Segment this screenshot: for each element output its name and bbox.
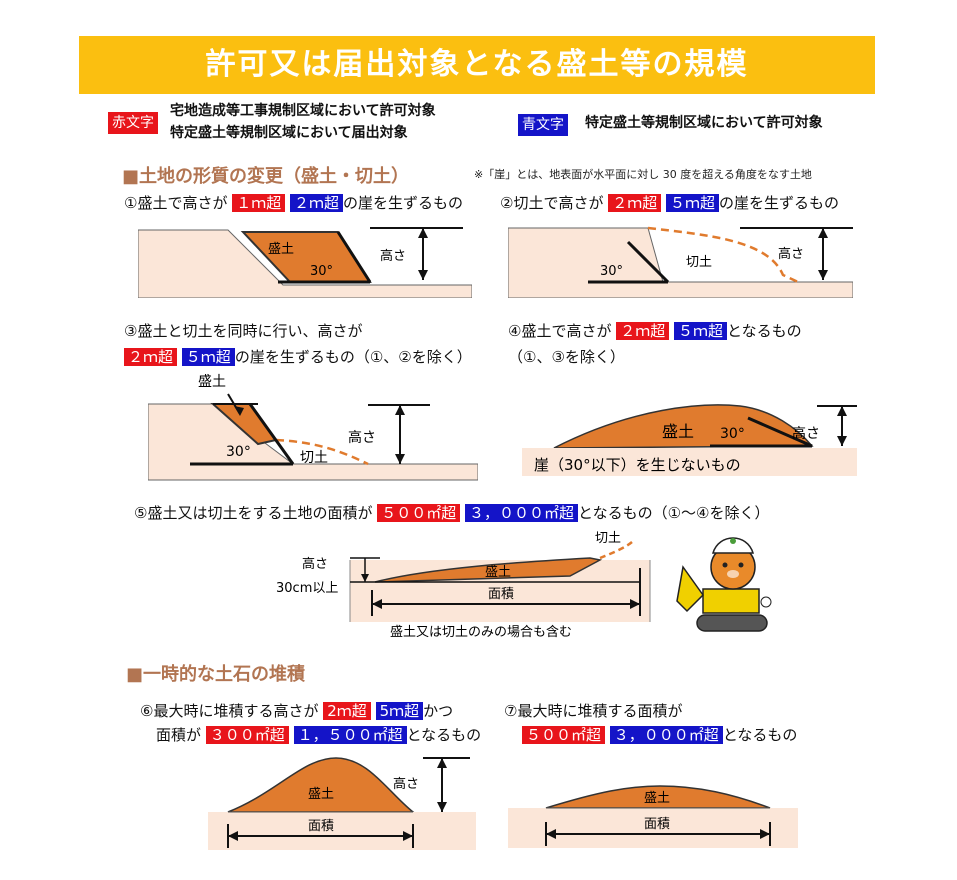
diagram-7-stockpile-area: 盛土 面積 bbox=[508, 785, 798, 848]
caption-7-line1: ⑦最大時に堆積する面積が bbox=[504, 702, 683, 720]
label-morido-3: 盛土 bbox=[198, 374, 226, 390]
caption-4-line2: （①、③を除く） bbox=[508, 348, 625, 366]
legend-red-tag: 赤文字 bbox=[108, 112, 158, 134]
diagram-1-fill-cliff: 盛土 30° 高さ bbox=[138, 227, 472, 298]
label-morido-1: 盛土 bbox=[268, 242, 294, 257]
label-angle-3: 30° bbox=[226, 444, 251, 460]
diagram-5-area: 高さ 30cm以上 盛土 切土 面積 盛土又は切土のみの場合も含む bbox=[276, 531, 651, 640]
caption-6-line2: 面積が ３００㎡超 １，５００㎡超となるもの bbox=[156, 726, 482, 744]
label-height-4: 高さ bbox=[792, 425, 820, 442]
diagram-6-stockpile-high: 盛土 高さ 面積 bbox=[208, 757, 476, 850]
label-height-3: 高さ bbox=[348, 429, 376, 446]
label-morido-4: 盛土 bbox=[662, 422, 694, 441]
label-height-2: 高さ bbox=[778, 246, 804, 262]
label-kirido-2: 切土 bbox=[686, 255, 712, 270]
caption-6-line1: ⑥最大時に堆積する高さが 2ｍ超 5ｍ超かつ bbox=[140, 702, 454, 720]
section-heading-stockpile: ■一時的な土石の堆積 bbox=[126, 664, 306, 685]
label-height-5: 高さ bbox=[302, 556, 328, 572]
label-kirido-3: 切土 bbox=[300, 450, 328, 466]
label-morido-7: 盛土 bbox=[644, 791, 670, 806]
caption-3-line1: ③盛土と切土を同時に行い、高さが bbox=[124, 322, 363, 340]
diagram-3-fill-and-cut: 盛土 30° 切土 高さ bbox=[148, 374, 478, 481]
label-area-6: 面積 bbox=[308, 819, 334, 834]
label-angle-4: 30° bbox=[720, 426, 745, 442]
caption-2: ②切土で高さが ２ｍ超 ５ｍ超の崖を生ずるもの bbox=[500, 194, 840, 212]
legend-red-line2: 特定盛土等規制区域において届出対象 bbox=[170, 125, 408, 141]
caption-5: ⑤盛土又は切土をする土地の面積が ５００㎡超 ３，０００㎡超となるもの（①～④を… bbox=[134, 504, 770, 522]
label-area-5: 面積 bbox=[488, 587, 514, 602]
diagram-2-cut-cliff: 30° 切土 高さ bbox=[508, 226, 853, 298]
label-angle-1: 30° bbox=[310, 264, 333, 279]
mascot-excavator-image bbox=[676, 537, 772, 632]
label-angle-2: 30° bbox=[600, 264, 623, 279]
label-no-cliff: 崖（30°以下）を生じないもの bbox=[534, 456, 741, 474]
caption-7-line2: ５００㎡超 ３，０００㎡超となるもの bbox=[522, 722, 797, 748]
label-kirido-5: 切土 bbox=[595, 531, 621, 546]
label-height-6: 高さ bbox=[393, 776, 419, 792]
label-height-1: 高さ bbox=[380, 248, 406, 264]
label-30cm: 30cm以上 bbox=[276, 581, 338, 596]
caption-1: ①盛土で高さが １ｍ超 ２ｍ超の崖を生ずるもの bbox=[124, 194, 464, 212]
caption-4-line1: ④盛土で高さが ２ｍ超 ５ｍ超となるもの bbox=[508, 322, 802, 340]
caption-3-line2: ２ｍ超 ５ｍ超の崖を生ずるもの（①、②を除く） bbox=[124, 344, 472, 370]
label-morido-6: 盛土 bbox=[308, 787, 334, 802]
label-area-7: 面積 bbox=[644, 817, 670, 832]
label-morido-5: 盛土 bbox=[485, 565, 511, 580]
section-heading-land: ■土地の形質の変更（盛土・切土） bbox=[122, 166, 410, 187]
legend-red-line1: 宅地造成等工事規制区域において許可対象 bbox=[170, 103, 436, 119]
diagram-4-fill-no-cliff: 盛土 30° 高さ 崖（30°以下）を生じないもの bbox=[522, 404, 857, 476]
page-title: 許可又は届出対象となる盛土等の規模 bbox=[79, 36, 875, 94]
legend-blue-text: 特定盛土等規制区域において許可対象 bbox=[585, 115, 823, 131]
cliff-definition-note: ※「崖」とは、地表面が水平面に対し 30 度を超える角度をなす土地 bbox=[474, 168, 812, 181]
label-both: 盛土又は切土のみの場合も含む bbox=[390, 624, 572, 640]
legend-blue-tag: 青文字 bbox=[518, 114, 568, 136]
